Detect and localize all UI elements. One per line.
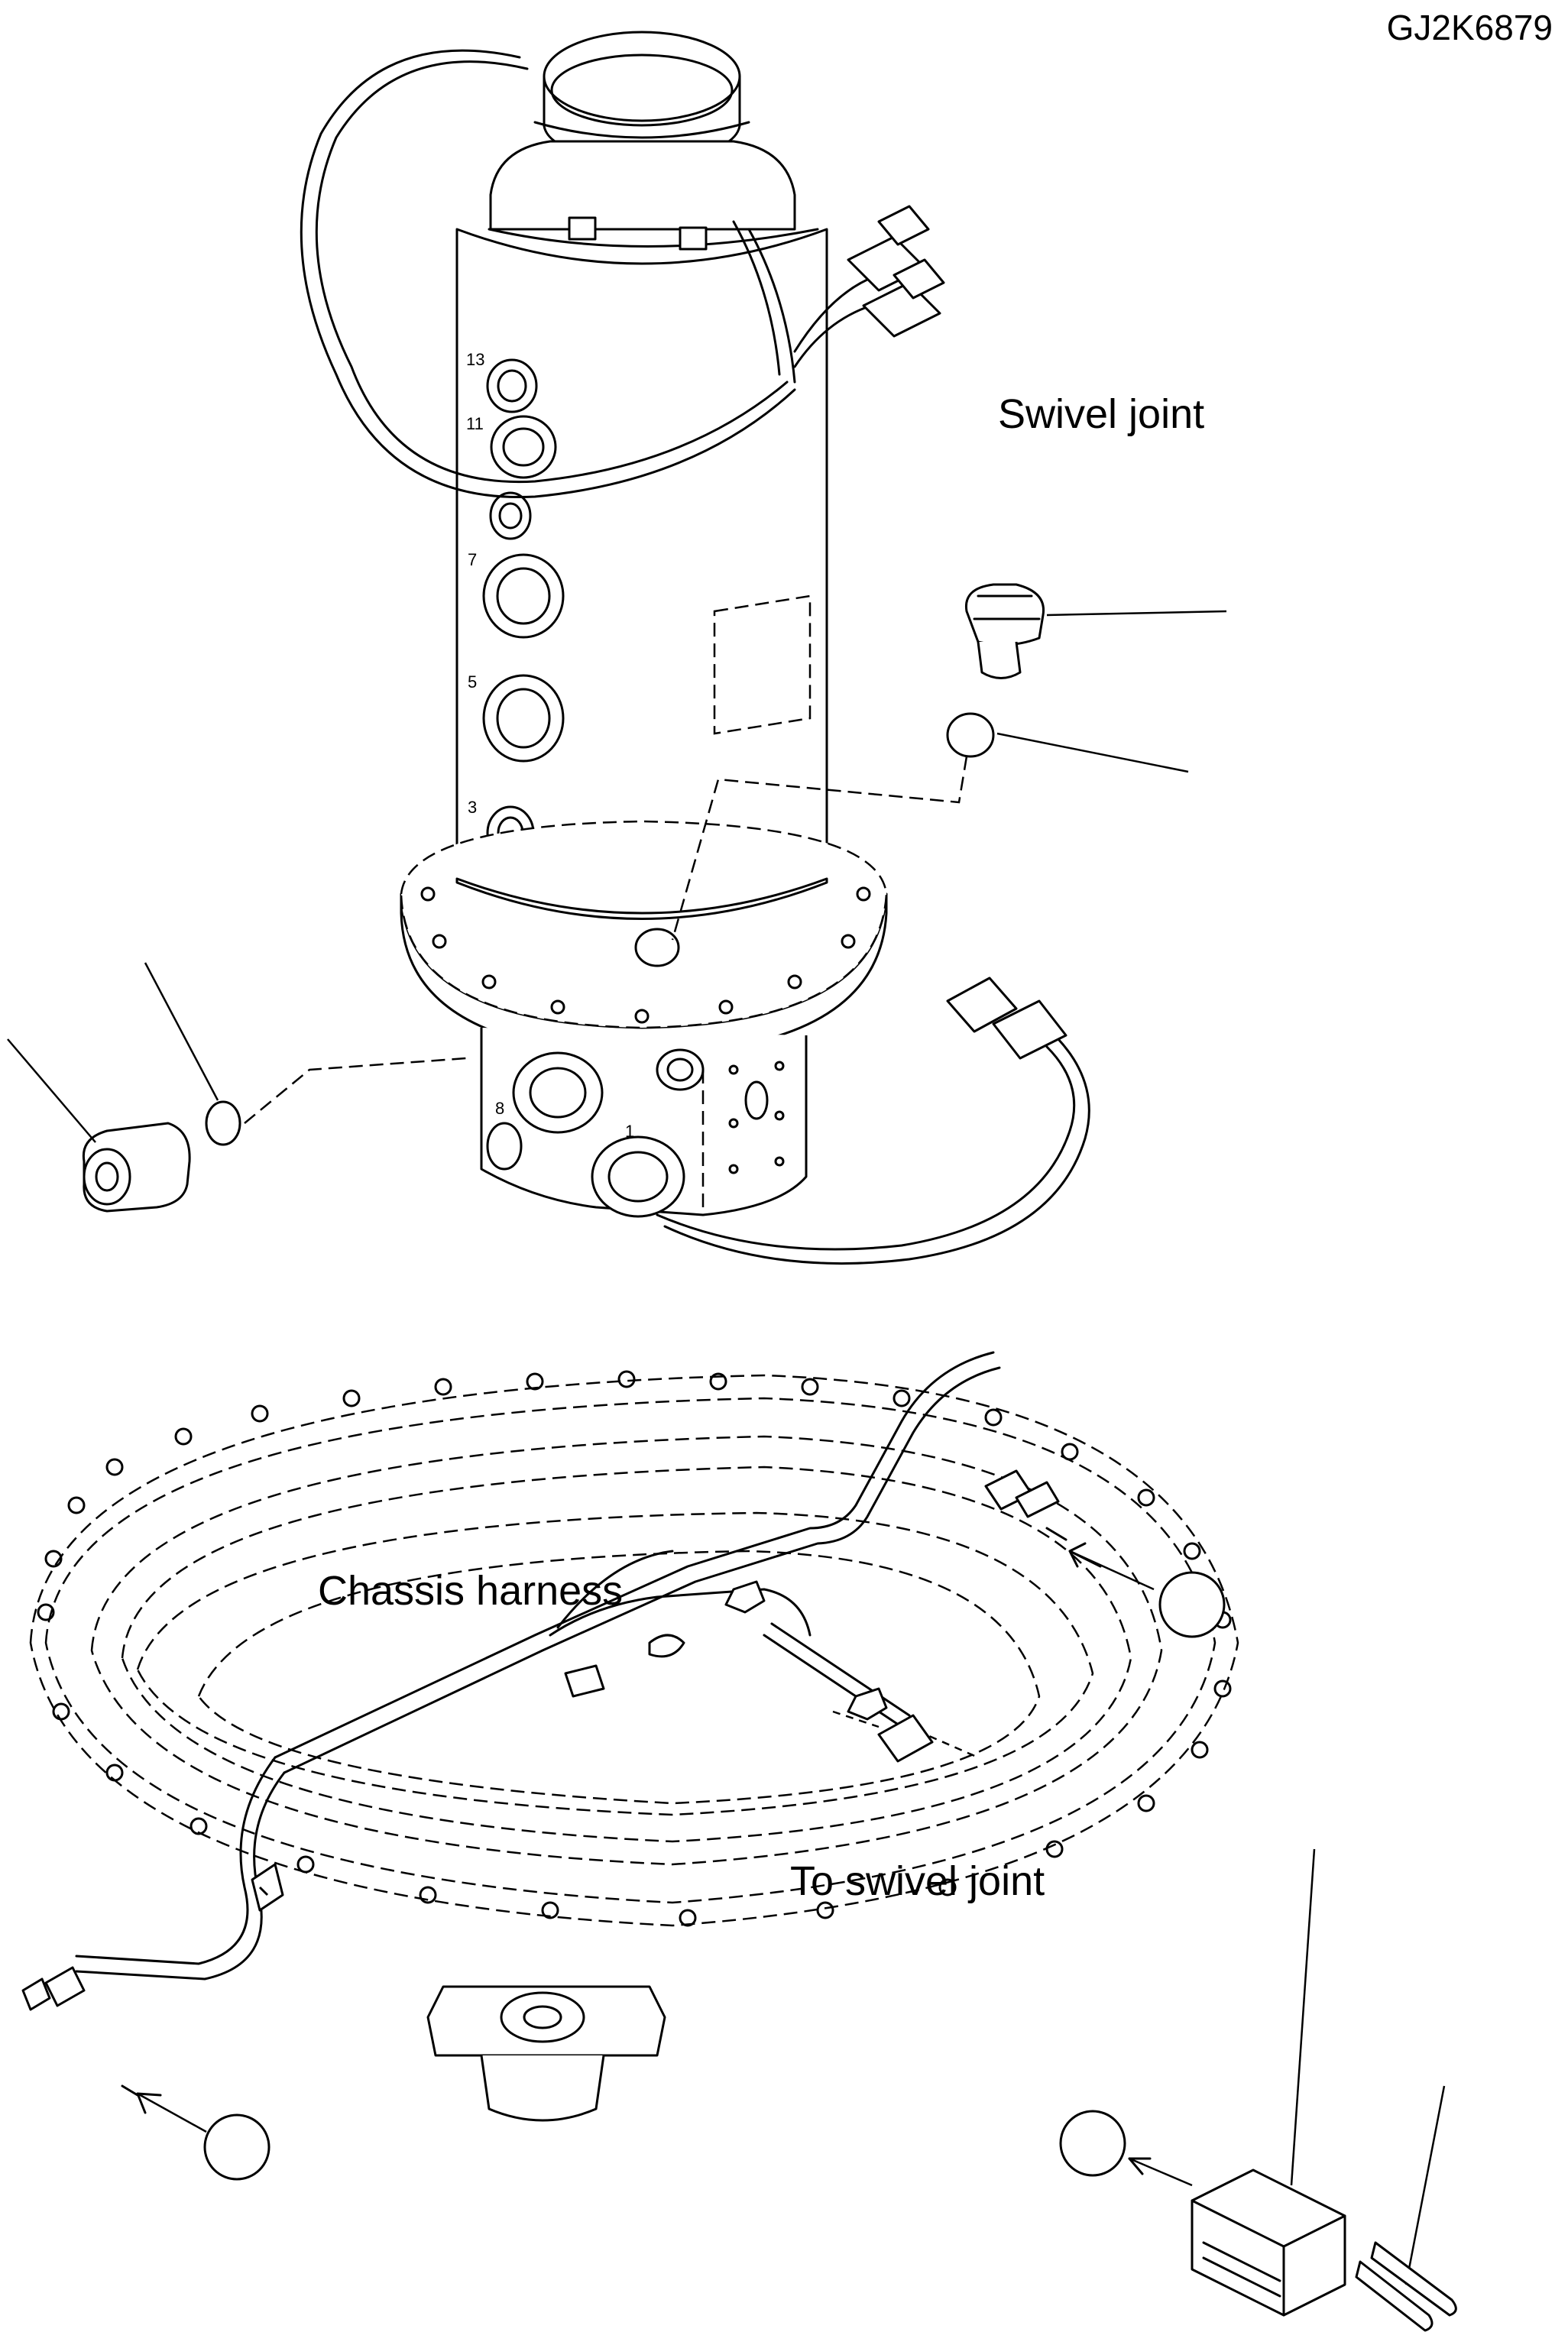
label-swivel-joint: Swivel joint: [998, 391, 1204, 437]
swivel-lower-block: [480, 1028, 808, 1218]
top-bolts: [568, 216, 708, 251]
label-to-swivel-joint: To swivel joint: [790, 1858, 1045, 1904]
elbow-fitting: [964, 583, 1227, 679]
swivel-lower-harness: [656, 977, 1090, 1265]
chassis-harness-cable: [75, 1351, 1001, 1981]
port-label-1-lower: 1: [625, 1122, 634, 1141]
callout-circle-right: [1158, 1571, 1226, 1638]
port-label-5: 5: [468, 672, 477, 692]
drawing-code: GJ2K6879: [1387, 8, 1553, 47]
ring-center-hub: [426, 1985, 666, 2122]
o-ring-left: [144, 962, 467, 1146]
port-label-3: 3: [468, 798, 477, 817]
left-fitting: [7, 1038, 191, 1213]
callout-arrows: [121, 1527, 1226, 2181]
swivel-connectors: [847, 205, 945, 338]
swivel-collar: [489, 140, 796, 231]
swivel-joint-assembly: 13 11 7 5 3 1: [300, 31, 1090, 1265]
port-label-8: 8: [495, 1099, 504, 1118]
port-holes: [482, 358, 565, 933]
port-label-11: 11: [466, 414, 484, 433]
label-chassis-harness: Chassis harness: [318, 1568, 623, 1614]
callout-circle-left: [203, 2113, 271, 2181]
chassis-ring-assembly: [21, 1351, 1239, 2181]
ring-bolt-holes: [37, 1370, 1232, 1927]
swivel-flange: [400, 820, 888, 1056]
chassis-harness-parts: [21, 1469, 1060, 2011]
callout-circle-connector: [1059, 2110, 1126, 2177]
port-label-13: 13: [466, 350, 484, 369]
connector-block: [1059, 1848, 1457, 2332]
swivel-cap-top: [543, 31, 741, 122]
o-ring-right: [671, 712, 1189, 941]
port-label-7: 7: [468, 550, 477, 569]
